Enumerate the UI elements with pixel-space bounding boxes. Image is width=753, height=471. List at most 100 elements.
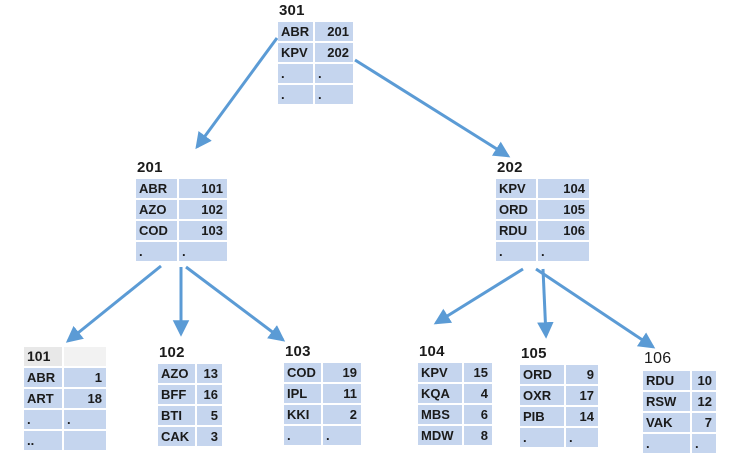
arrow-202-to-105 <box>537 268 554 339</box>
value-cell: 3 <box>197 427 222 446</box>
arrow-201-to-103 <box>185 265 286 342</box>
pointer-cell: 104 <box>538 179 589 198</box>
key-cell: RDU <box>496 221 536 240</box>
key-cell: ABR <box>24 368 62 387</box>
value-cell: 4 <box>464 384 492 403</box>
key-cell: OXR <box>520 386 564 405</box>
key-cell: KKI <box>284 405 321 424</box>
node-103: 103 COD 19 IPL 11 KKI 2 . . <box>284 344 361 445</box>
arrow-202-to-106 <box>535 267 656 349</box>
node-105: 105 ORD 9 OXR 17 PIB 14 . . <box>520 346 598 447</box>
key-cell: .. <box>24 431 62 450</box>
key-cell: RSW <box>643 392 690 411</box>
node-101-header-blank-cell <box>64 347 106 366</box>
key-cell: IPL <box>284 384 321 403</box>
pointer-cell: . <box>315 64 353 83</box>
node-102-table: AZO 13 BFF 16 BTI 5 CAK 3 <box>158 364 222 446</box>
node-104: 104 KPV 15 KQA 4 MBS 6 MDW 8 <box>418 344 492 445</box>
key-cell: MBS <box>418 405 462 424</box>
key-cell: . <box>278 85 313 104</box>
key-cell: KPV <box>496 179 536 198</box>
value-cell: 12 <box>692 392 716 411</box>
node-101: 101 ABR 1 ART 18 . . .. <box>24 347 106 450</box>
key-cell: ORD <box>496 200 536 219</box>
value-cell: . <box>64 410 106 429</box>
node-201: 201 ABR 101 AZO 102 COD 103 . . <box>136 160 227 261</box>
key-cell: AZO <box>158 364 195 383</box>
node-301: 301 ABR 201 KPV 202 . . . . <box>278 3 353 104</box>
key-cell: . <box>496 242 536 261</box>
value-cell: 8 <box>464 426 492 445</box>
pointer-cell: . <box>315 85 353 104</box>
pointer-cell: . <box>179 242 227 261</box>
node-301-label: 301 <box>279 2 305 19</box>
value-cell: 11 <box>323 384 361 403</box>
node-201-label: 201 <box>137 159 163 176</box>
key-cell: VAK <box>643 413 690 432</box>
value-cell: . <box>566 428 598 447</box>
value-cell: 10 <box>692 371 716 390</box>
value-cell: 19 <box>323 363 361 382</box>
value-cell: 16 <box>197 385 222 404</box>
key-cell: . <box>24 410 62 429</box>
arrow-201-to-101 <box>65 264 162 343</box>
node-202-table: KPV 104 ORD 105 RDU 106 . . <box>496 179 589 261</box>
node-104-table: KPV 15 KQA 4 MBS 6 MDW 8 <box>418 363 492 445</box>
key-cell: COD <box>284 363 321 382</box>
value-cell: 2 <box>323 405 361 424</box>
key-cell: ART <box>24 389 62 408</box>
key-cell: KPV <box>418 363 462 382</box>
key-cell: CAK <box>158 427 195 446</box>
key-cell: KQA <box>418 384 462 403</box>
key-cell: . <box>643 434 690 453</box>
key-cell: ABR <box>136 179 177 198</box>
value-cell: 14 <box>566 407 598 426</box>
key-cell: MDW <box>418 426 462 445</box>
node-101-table: 101 ABR 1 ART 18 . . .. <box>24 347 106 450</box>
value-cell: 7 <box>692 413 716 432</box>
key-cell: BTI <box>158 406 195 425</box>
key-cell: RDU <box>643 371 690 390</box>
node-104-label: 104 <box>419 343 445 360</box>
arrow-202-to-104 <box>433 267 524 325</box>
value-cell: . <box>692 434 716 453</box>
node-201-table: ABR 101 AZO 102 COD 103 . . <box>136 179 227 261</box>
value-cell: 17 <box>566 386 598 405</box>
node-106-label: 106 <box>644 350 672 367</box>
node-103-table: COD 19 IPL 11 KKI 2 . . <box>284 363 361 445</box>
node-103-label: 103 <box>285 343 311 360</box>
pointer-cell: 201 <box>315 22 353 41</box>
pointer-cell: . <box>538 242 589 261</box>
value-cell: 13 <box>197 364 222 383</box>
key-cell: ABR <box>278 22 313 41</box>
value-cell: 15 <box>464 363 492 382</box>
node-105-label: 105 <box>521 345 547 362</box>
node-202: 202 KPV 104 ORD 105 RDU 106 . . <box>496 160 589 261</box>
value-cell: 18 <box>64 389 106 408</box>
pointer-cell: 105 <box>538 200 589 219</box>
node-106: 106 RDU 10 RSW 12 VAK 7 . . <box>643 350 716 453</box>
key-cell: KPV <box>278 43 313 62</box>
node-102-label: 102 <box>159 344 185 361</box>
node-106-table: RDU 10 RSW 12 VAK 7 . . <box>643 371 716 453</box>
pointer-cell: 202 <box>315 43 353 62</box>
arrow-301-to-201 <box>195 37 279 150</box>
node-102: 102 AZO 13 BFF 16 BTI 5 CAK 3 <box>158 345 222 446</box>
node-301-table: ABR 201 KPV 202 . . . . <box>278 22 353 104</box>
node-101-label: 101 <box>24 347 62 366</box>
node-105-table: ORD 9 OXR 17 PIB 14 . . <box>520 365 598 447</box>
key-cell: . <box>520 428 564 447</box>
value-cell: 9 <box>566 365 598 384</box>
key-cell: AZO <box>136 200 177 219</box>
key-cell: . <box>136 242 177 261</box>
key-cell: COD <box>136 221 177 240</box>
value-cell: 1 <box>64 368 106 387</box>
node-202-label: 202 <box>497 159 523 176</box>
key-cell: . <box>278 64 313 83</box>
key-cell: ORD <box>520 365 564 384</box>
value-cell: . <box>323 426 361 445</box>
pointer-cell: 103 <box>179 221 227 240</box>
value-cell: 6 <box>464 405 492 424</box>
